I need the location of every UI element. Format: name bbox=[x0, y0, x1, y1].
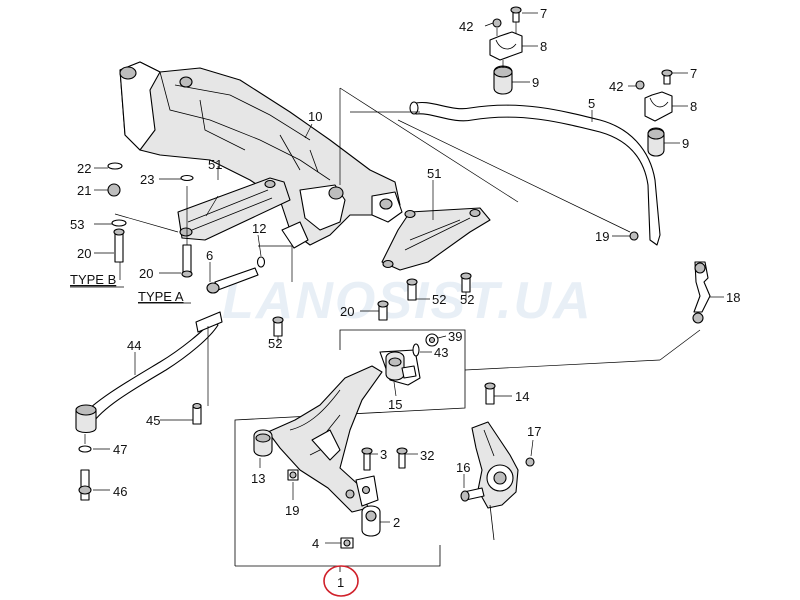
callout-13: 13 bbox=[251, 471, 265, 486]
stabilizer-link bbox=[629, 231, 711, 324]
rear-bushing-15 bbox=[379, 349, 421, 386]
callout-19: 19 bbox=[595, 229, 609, 244]
callout-8: 8 bbox=[690, 99, 697, 114]
callout-17: 17 bbox=[527, 424, 541, 439]
tie-bar bbox=[75, 311, 223, 501]
callout-46: 46 bbox=[113, 484, 127, 499]
callout-47: 47 bbox=[113, 442, 127, 457]
callout-43: 43 bbox=[434, 345, 448, 360]
callout-9: 9 bbox=[532, 75, 539, 90]
ball-joint-2 bbox=[340, 505, 381, 549]
callout-51: 51 bbox=[208, 157, 222, 172]
callout-labels: 42 7 8 9 5 42 7 8 9 10 22 21 23 51 53 20… bbox=[70, 6, 740, 551]
callout-18: 18 bbox=[726, 290, 740, 305]
assembly-callout: 1 bbox=[323, 565, 359, 597]
callout-20: 20 bbox=[340, 304, 354, 319]
leader-lines bbox=[70, 12, 724, 544]
callout-20: 20 bbox=[77, 246, 91, 261]
lower-control-arm bbox=[267, 365, 383, 513]
callout-10: 10 bbox=[308, 109, 322, 124]
callout-52: 52 bbox=[460, 292, 474, 307]
callout-22: 22 bbox=[77, 161, 91, 176]
bushing-fasteners bbox=[287, 333, 496, 481]
type-b-label: TYPE B bbox=[70, 272, 116, 287]
stabilizer-clamp-right bbox=[635, 69, 673, 157]
callout-23: 23 bbox=[140, 172, 154, 187]
steering-knuckle bbox=[460, 421, 535, 541]
callout-42: 42 bbox=[609, 79, 623, 94]
callout-32: 32 bbox=[420, 448, 434, 463]
callout-21: 21 bbox=[77, 183, 91, 198]
callout-12: 12 bbox=[252, 221, 266, 236]
callout-2: 2 bbox=[393, 515, 400, 530]
callout-16: 16 bbox=[456, 460, 470, 475]
callout-3: 3 bbox=[380, 447, 387, 462]
callout-1: 1 bbox=[337, 575, 344, 590]
callout-7: 7 bbox=[540, 6, 547, 21]
callout-8: 8 bbox=[540, 39, 547, 54]
callout-15: 15 bbox=[388, 397, 402, 412]
callout-7: 7 bbox=[690, 66, 697, 81]
callout-9: 9 bbox=[682, 136, 689, 151]
callout-45: 45 bbox=[146, 413, 160, 428]
callout-51: 51 bbox=[427, 166, 441, 181]
callout-6: 6 bbox=[206, 248, 213, 263]
type-a-label: TYPE A bbox=[138, 289, 184, 304]
left-bracket-51 bbox=[177, 177, 291, 241]
stabilizer-bar bbox=[409, 101, 661, 246]
callout-52: 52 bbox=[432, 292, 446, 307]
mount-fasteners-left bbox=[107, 162, 472, 337]
callout-20: 20 bbox=[139, 266, 153, 281]
front-crossmember bbox=[119, 61, 403, 249]
assembly-ring bbox=[323, 565, 359, 597]
callout-44: 44 bbox=[127, 338, 141, 353]
callout-4: 4 bbox=[312, 536, 319, 551]
callout-39: 39 bbox=[448, 329, 462, 344]
callout-19: 19 bbox=[285, 503, 299, 518]
callout-42: 42 bbox=[459, 19, 473, 34]
callout-53: 53 bbox=[70, 217, 84, 232]
stabilizer-clamp-upper bbox=[489, 6, 523, 95]
lower-arm-assembly-frame bbox=[234, 329, 701, 572]
right-bracket-51 bbox=[381, 207, 491, 271]
callout-5: 5 bbox=[588, 96, 595, 111]
front-bushing-13 bbox=[253, 429, 273, 457]
callout-14: 14 bbox=[515, 389, 529, 404]
callout-52: 52 bbox=[268, 336, 282, 351]
